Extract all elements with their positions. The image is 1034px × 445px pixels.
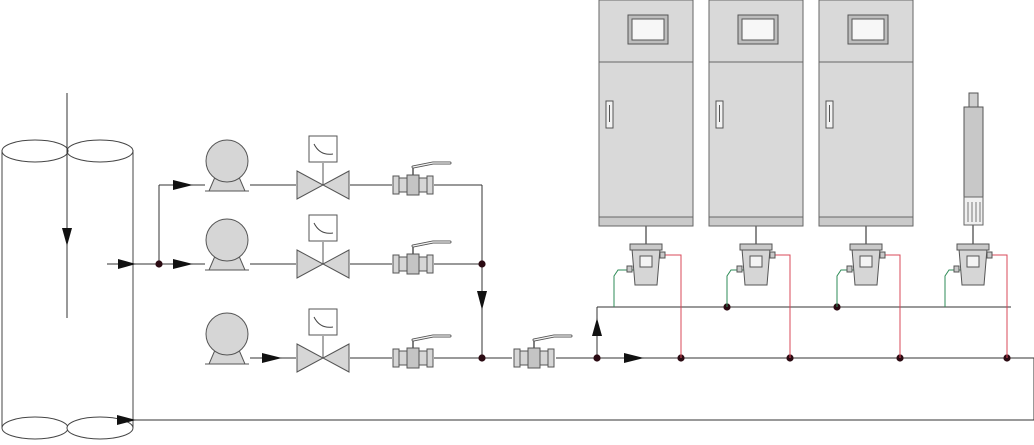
door-handle-icon (715, 100, 724, 129)
pump-2 (205, 218, 249, 271)
display-screen-icon (627, 14, 669, 45)
arrow-collector-down (477, 291, 487, 310)
arrow-header (624, 353, 644, 363)
ball-valve-2 (392, 240, 452, 275)
door-handle-icon (605, 100, 614, 129)
control-valve-2 (296, 214, 350, 279)
node (155, 260, 163, 268)
flow-cell-1 (613, 243, 682, 358)
ball-valve-1 (392, 161, 452, 196)
flow-arrows (117, 180, 644, 425)
arrow-pump-3 (262, 353, 282, 363)
pump-1 (205, 139, 249, 192)
analyzer-cabinet-1 (598, 0, 694, 245)
vertical-storage-tank (1, 93, 134, 440)
ball-valve-main (513, 334, 573, 369)
immersion-probe (963, 92, 984, 245)
display-screen-icon (847, 14, 889, 45)
display-screen-icon (737, 14, 779, 45)
arrow-riser-up (592, 318, 602, 336)
pipe-nodes (155, 260, 1011, 362)
arrow-branch-1 (173, 180, 193, 190)
control-valve-3 (296, 308, 350, 373)
ball-valve-3 (392, 334, 452, 369)
arrow-tank-outlet (118, 259, 136, 269)
control-valve-1 (296, 135, 350, 200)
arrow-branch-2 (173, 259, 193, 269)
pump-3 (205, 312, 249, 365)
node (593, 354, 601, 362)
node (478, 354, 486, 362)
flow-cell-4 (944, 243, 1008, 358)
analyzer-cabinet-3 (818, 0, 914, 245)
analyzer-cabinet-2 (708, 0, 804, 245)
piping (107, 184, 1034, 421)
flow-cell-2 (726, 243, 791, 358)
flow-cell-3 (836, 243, 901, 358)
flow-arrow (62, 228, 72, 246)
arrow-return (117, 415, 136, 425)
node (478, 260, 486, 268)
door-handle-icon (825, 100, 834, 129)
